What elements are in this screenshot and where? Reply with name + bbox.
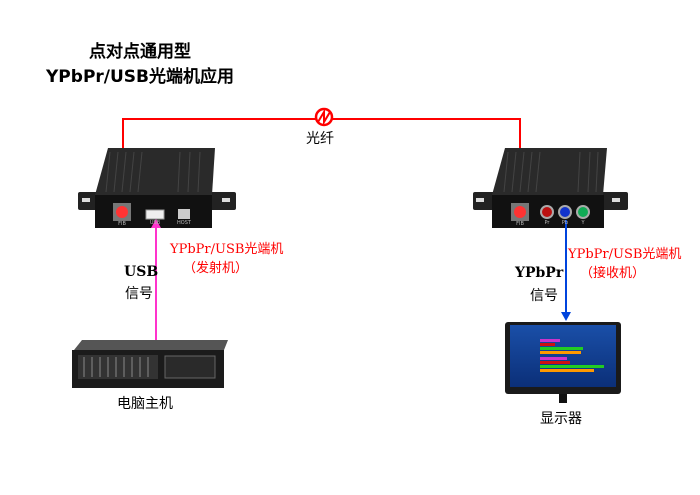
receiver-role: （接收机） (580, 266, 646, 281)
ypbpr-signal-line (561, 220, 571, 321)
transmitter-role: （发射机） (183, 261, 249, 276)
title-line-2: YPbPr/USB光端机应用 (46, 67, 234, 87)
transmitter-port-fib-label: FIB (118, 221, 126, 227)
receiver-port-pr-label: Pr (544, 220, 550, 226)
receiver-name: YPbPr/USB光端机 (568, 247, 682, 262)
display-label: 显示器 (540, 411, 582, 427)
transmitter-port-usb-label: USB (149, 220, 161, 226)
host-label: 电脑主机 (117, 396, 173, 412)
transmitter-name: YPbPr/USB光端机 (170, 242, 284, 257)
ypbpr-signal-label: 信号 (530, 288, 558, 304)
fiber-label: 光纤 (306, 131, 334, 147)
monitor-icon (505, 322, 621, 403)
usb-signal-line (151, 219, 161, 346)
receiver-port-pb-label: Pb (561, 220, 569, 226)
fiber-symbol-icon (314, 107, 334, 127)
usb-signal-label: 信号 (125, 286, 153, 302)
receiver-device (473, 148, 628, 228)
receiver-port-fib-label: FIB (516, 221, 524, 227)
usb-signal-type: USB (124, 264, 159, 280)
transmitter-device (78, 148, 236, 228)
receiver-port-y-label: Y (581, 220, 585, 226)
transmitter-port-host-label: HOST (177, 220, 191, 226)
server-icon (72, 340, 228, 388)
title-line-1: 点对点通用型 (89, 42, 191, 62)
ypbpr-signal-type: YPbPr (515, 265, 564, 281)
